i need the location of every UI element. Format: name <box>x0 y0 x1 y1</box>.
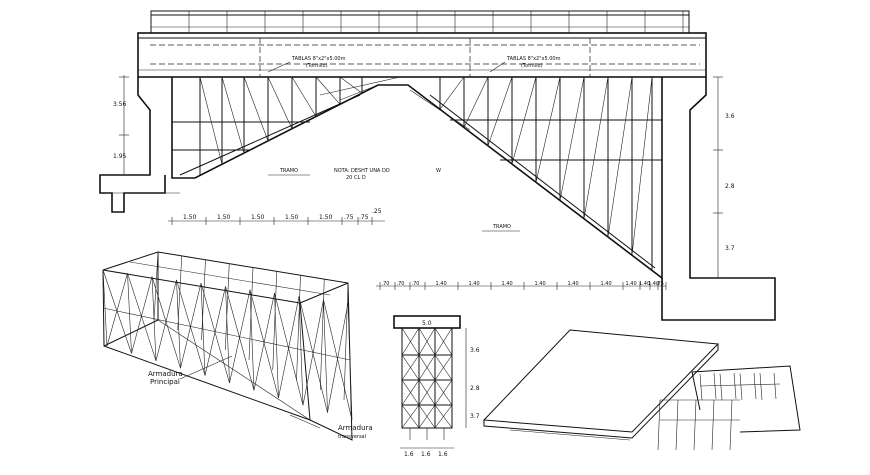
bottom-dim-right-value: .75 <box>656 281 664 287</box>
section-bottom-dim-3: 1.6 <box>438 451 448 458</box>
iso-label-trans-sub: transversal <box>338 434 366 440</box>
bottom-dim-left-value: 1.50 <box>251 214 265 221</box>
section-bottom-dim-1: 1.6 <box>404 451 414 458</box>
right-height-dimensions: 3.6 2.8 3.7 <box>713 76 735 279</box>
deck-beam <box>137 32 707 78</box>
section-bottom-dim-2: 1.6 <box>421 451 431 458</box>
iso-label-main-sub: Principal <box>150 378 180 386</box>
bottom-dim-left-value: .75 <box>344 214 354 221</box>
deck-label-right-sub: (Tornillo) <box>521 63 543 69</box>
bottom-dim-right-value: .70 <box>412 281 420 287</box>
bottom-dim-left-value: 1.50 <box>183 214 197 221</box>
tramo-right-label: TRAMO <box>492 224 511 230</box>
tramo-left-label: TRAMO <box>279 168 298 174</box>
deck-labels: TABLAS 8"x2"x5.00m (Tornillo) TABLAS 8"x… <box>267 56 561 73</box>
deck-label-right: TABLAS 8"x2"x5.00m <box>506 56 561 62</box>
bottom-dim-right-value: 1.40 <box>535 281 546 287</box>
section-side-dim-3: 3.7 <box>470 413 480 420</box>
left-height-upper: 3.56 <box>113 101 127 108</box>
right-height-1: 3.6 <box>725 113 735 120</box>
deck-label-left: TABLAS 8"x2"x5.00m <box>291 56 346 62</box>
bottom-dim-right-value: 1.40 <box>626 281 637 287</box>
section-side-dim-1: 3.6 <box>470 347 480 354</box>
isometric-truss-view: Armadura Principal Armadura transversal <box>102 251 373 441</box>
bottom-dim-right-value: 1.40 <box>639 281 650 287</box>
left-height-lower: 1.95 <box>113 153 127 160</box>
center-note-mark: W <box>436 168 441 174</box>
iso-label-main: Armadura <box>148 370 183 378</box>
right-height-2: 2.8 <box>725 183 735 190</box>
cross-section-view: 5.0 3.6 2.8 3.7 1.6 1.6 1.6 <box>393 315 480 458</box>
bottom-dim-right-value: .70 <box>397 281 405 287</box>
extra-dimension: .25 <box>372 208 382 215</box>
deck-label-left-sub: (Tornillo) <box>306 63 328 69</box>
left-abutment <box>99 77 180 213</box>
bottom-dim-right-value: 1.40 <box>469 281 480 287</box>
left-height-dimensions: 3.56 1.95 <box>113 75 129 176</box>
center-note-sub: 20 CL D <box>346 175 366 181</box>
iso-label-trans: Armadura <box>338 424 373 432</box>
section-top-dim: 5.0 <box>422 320 432 327</box>
railing <box>150 10 690 34</box>
bottom-dimensions-left: 1.50 1.50 1.50 1.50 1.50 .75 .75 .25 <box>168 208 385 225</box>
section-side-dim-2: 2.8 <box>470 385 480 392</box>
bottom-dim-left-value: .75 <box>359 214 369 221</box>
bottom-dim-right-value: .70 <box>382 281 390 287</box>
bottom-dim-left-value: 1.50 <box>285 214 299 221</box>
bottom-dim-right-value: 1.40 <box>568 281 579 287</box>
bottom-dim-left-value: 1.50 <box>319 214 333 221</box>
bottom-dim-right-value: 1.40 <box>436 281 447 287</box>
main-truss <box>171 76 663 280</box>
center-note: NOTA: DESHT UNA DO <box>334 168 390 174</box>
right-abutment <box>661 77 776 321</box>
deck-3d-view <box>482 329 801 451</box>
bottom-dim-left-value: 1.50 <box>217 214 231 221</box>
bottom-dim-right-value: 1.40 <box>502 281 513 287</box>
elevation-notes: TRAMO TRAMO NOTA: DESHT UNA DO 20 CL D W <box>268 168 520 232</box>
bottom-dim-right-value: 1.40 <box>648 281 659 287</box>
bottom-dim-right-value: 1.40 <box>601 281 612 287</box>
right-height-3: 3.7 <box>725 245 735 252</box>
